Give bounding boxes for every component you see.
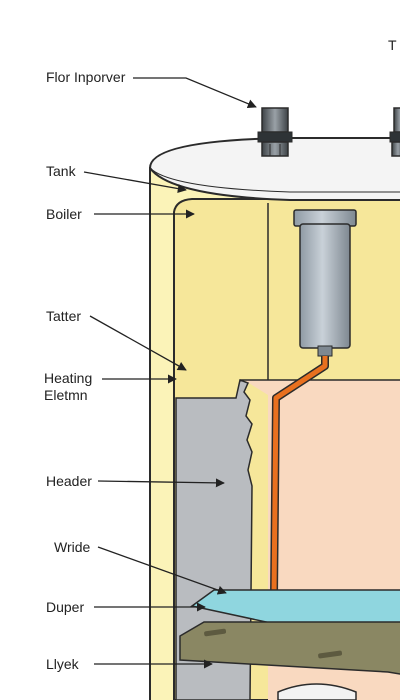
leader-tank	[83, 171, 187, 194]
base-slot-right	[318, 650, 343, 659]
leader-header	[97, 478, 225, 488]
label-boiler: Boiler	[46, 206, 82, 222]
label-heating-line2: Eletmn	[44, 387, 88, 403]
outlet-fitting-top	[393, 107, 400, 133]
heating-cylinder-neck	[317, 345, 333, 357]
leader-flow-inverter	[133, 77, 257, 109]
leader-tatter	[89, 315, 187, 371]
tank-lid	[148, 137, 400, 201]
leader-lines	[83, 77, 257, 669]
label-flow-inverter: Flor Inporver	[46, 69, 126, 85]
lid-rim	[149, 167, 400, 193]
base-slot-left	[204, 628, 227, 637]
outlet-fitting-band	[389, 131, 400, 143]
label-lyek: Llyek	[46, 656, 80, 672]
bottom-cap	[277, 683, 357, 700]
base-plate	[179, 621, 400, 675]
label-tank: Tank	[46, 163, 77, 179]
label-wride: Wride	[54, 539, 91, 555]
outlet-fitting-nut	[391, 141, 400, 157]
label-duper: Duper	[46, 599, 84, 615]
leader-wride	[97, 546, 227, 595]
inlet-fitting-top	[261, 107, 289, 133]
heating-cylinder	[299, 223, 351, 349]
label-heating-line1: Heating	[44, 370, 92, 386]
inlet-fitting-band	[257, 131, 293, 143]
heating-element-pipe-fill	[271, 356, 328, 597]
label-header: Header	[46, 473, 92, 489]
label-top-right: T	[388, 37, 397, 53]
label-tatter: Tatter	[46, 308, 81, 324]
inlet-fitting-nut	[261, 141, 289, 157]
